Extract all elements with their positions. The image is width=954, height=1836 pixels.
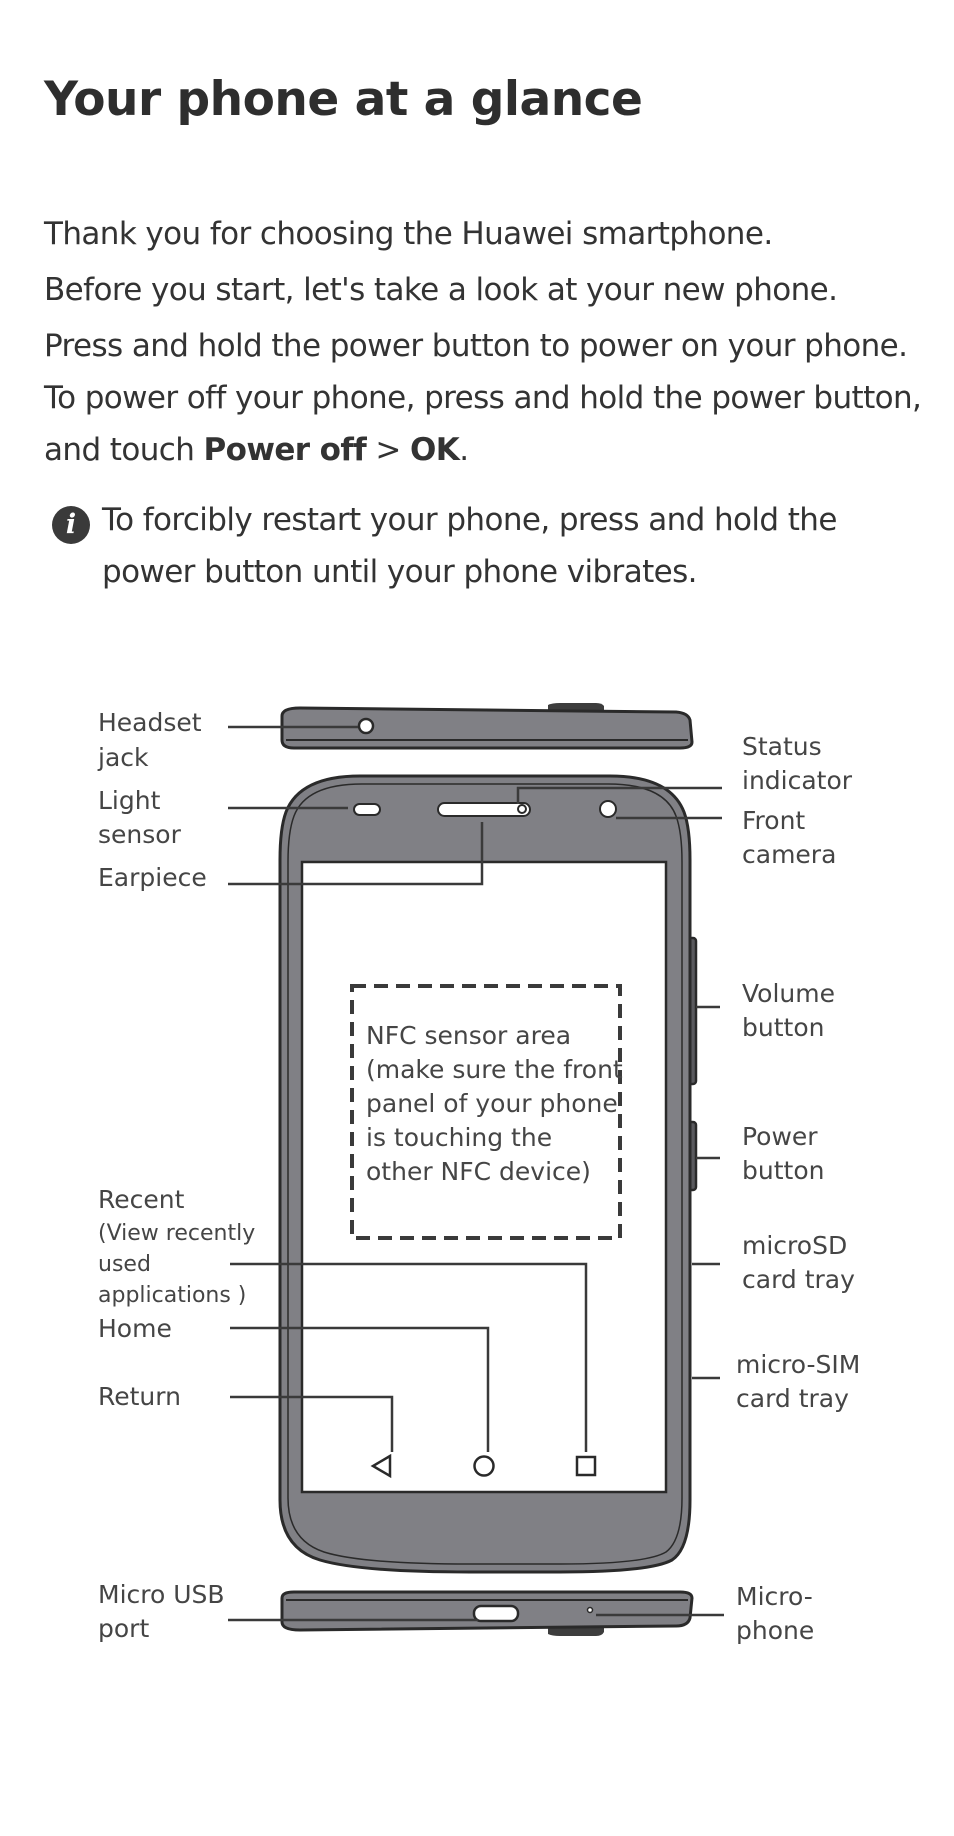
intro-line-1: Thank you for choosing the Huawei smartp…: [44, 216, 773, 252]
microphone-icon: [586, 1606, 594, 1614]
volume-button-label-1: Volume: [742, 979, 835, 1008]
volume-button-label-2: button: [742, 1013, 824, 1042]
screen: [300, 860, 668, 1494]
recent-desc-1: (View recently: [98, 1221, 255, 1246]
restart-note: To forcibly restart your phone, press an…: [102, 502, 837, 590]
headset-jack-label-2: jack: [97, 743, 149, 772]
return-icon: [370, 1453, 392, 1479]
light-sensor-icon: [353, 803, 381, 816]
nfc-label-2: (make sure the front: [366, 1055, 623, 1084]
light-sensor-label-1: Light: [98, 786, 161, 815]
power-instructions-text: Press and hold the power button to power…: [44, 328, 922, 468]
headset-jack-icon: [357, 717, 375, 735]
earpiece-icon: [437, 802, 531, 817]
power-button-label-1: Power: [742, 1122, 818, 1151]
earpiece-label: Earpiece: [98, 863, 207, 892]
front-camera-icon: [599, 800, 617, 818]
microphone-label-2: phone: [736, 1616, 814, 1645]
intro-line-2: Before you start, let's take a look at y…: [44, 272, 838, 308]
phone-front: [278, 774, 698, 1574]
return-label: Return: [98, 1382, 181, 1411]
home-label: Home: [98, 1314, 172, 1343]
usb-port-icon: [472, 1604, 520, 1623]
nfc-sensor-area: [350, 984, 622, 1240]
home-icon: [473, 1455, 495, 1477]
microsim-label-2: card tray: [736, 1384, 849, 1413]
intro-line-3: Press and hold the power button to power…: [44, 320, 924, 476]
front-camera-label-1: Front: [742, 806, 805, 835]
diagram-labels: Headset jack Light sensor Earpiece Statu…: [97, 708, 860, 1645]
microsd-label-1: microSD: [742, 1231, 847, 1260]
intro-period: .: [459, 432, 469, 468]
microsim-label-1: micro-SIM: [736, 1350, 860, 1379]
light-sensor-label-2: sensor: [98, 820, 182, 849]
nfc-label-1: NFC sensor area: [366, 1021, 571, 1050]
microphone-label-1: Micro-: [736, 1582, 813, 1611]
status-indicator-label-2: indicator: [742, 766, 853, 795]
page-title: Your phone at a glance: [44, 72, 643, 127]
front-camera-label-2: camera: [742, 840, 836, 869]
phone-top-edge: [280, 703, 694, 750]
usb-port-label-1: Micro USB: [98, 1580, 225, 1609]
nfc-label-5: other NFC device): [366, 1157, 591, 1186]
microsd-label-2: card tray: [742, 1265, 855, 1294]
recent-desc-2: used: [98, 1252, 151, 1277]
power-off-label: Power off: [203, 432, 367, 468]
power-button-label-2: button: [742, 1156, 824, 1185]
leader-lines: [228, 725, 724, 1622]
recent-label: Recent: [98, 1185, 185, 1214]
nfc-label-4: is touching the: [366, 1123, 552, 1152]
usb-port-label-2: port: [98, 1614, 149, 1643]
info-icon: i: [52, 506, 90, 544]
ok-label: OK: [410, 432, 460, 468]
status-indicator-label-1: Status: [742, 732, 822, 761]
nfc-label-3: panel of your phone: [366, 1089, 618, 1118]
recent-desc-3: applications ): [98, 1283, 246, 1308]
menu-separator: >: [366, 432, 411, 468]
recent-apps-icon: [575, 1455, 597, 1477]
status-indicator-icon: [517, 804, 527, 814]
headset-jack-label-1: Headset: [98, 708, 202, 737]
